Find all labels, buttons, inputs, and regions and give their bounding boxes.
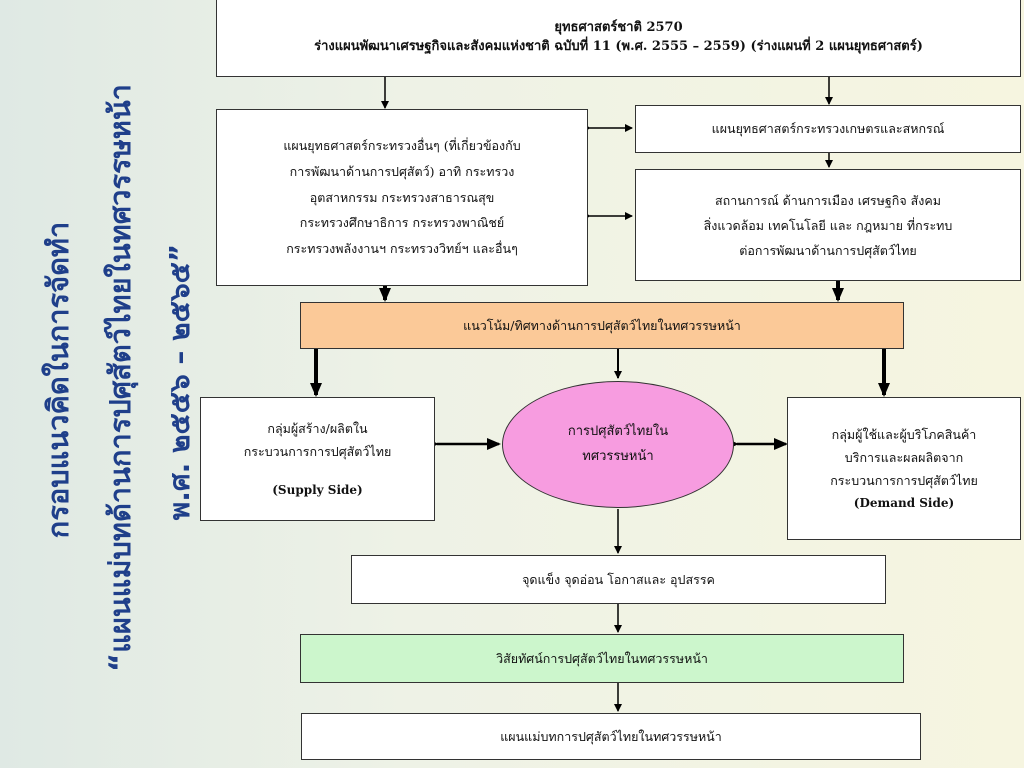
supply-line-1: กลุ่มผู้สร้าง/ผลิตใน bbox=[267, 420, 368, 436]
demand-side-label: (Demand Side) bbox=[853, 496, 955, 511]
other-ministries-line: กระทรวงพลังงานฯ กระทรวงวิทย์ฯ และอื่นๆ bbox=[286, 240, 518, 256]
situation-line: ต่อการพัฒนาด้านการปศุสัตว์ไทย bbox=[739, 242, 917, 258]
demand-side-box: กลุ่มผู้ใช้และผู้บริโภคสินค้า บริการและผ… bbox=[787, 397, 1021, 540]
swot-box: จุดแข็ง จุดอ่อน โอกาสและ อุปสรรค bbox=[351, 555, 886, 604]
trend-box: แนวโน้ม/ทิศทางด้านการปศุสัตว์ไทยในทศวรรษ… bbox=[300, 302, 904, 349]
center-line-1: การปศุสัตว์ไทยใน bbox=[567, 423, 669, 439]
vision-box: วิสัยทัศน์การปศุสัตว์ไทยในทศวรรษหน้า bbox=[300, 634, 904, 683]
title-line-3: พ.ศ. ๒๕๕๖ – ๒๕๖๕” bbox=[163, 243, 196, 521]
swot-label: จุดแข็ง จุดอ่อน โอกาสและ อุปสรรค bbox=[522, 571, 715, 587]
sidebar-title: กรอบแนวคิดในการจัดทำ “แผนแม่บทด้านการปศุ… bbox=[0, 0, 215, 768]
trend-label: แนวโน้ม/ทิศทางด้านการปศุสัตว์ไทยในทศวรรษ… bbox=[463, 317, 741, 333]
master-plan-box: แผนแม่บทการปศุสัตว์ไทยในทศวรรษหน้า bbox=[301, 713, 921, 760]
other-ministries-line: อุตสาหกรรม กระทรวงสาธารณสุข bbox=[309, 189, 495, 205]
supply-side-label: (Supply Side) bbox=[272, 483, 363, 498]
other-ministries-line: กระทรวงศึกษาธิการ กระทรวงพาณิชย์ bbox=[299, 215, 505, 231]
supply-line-2: กระบวนการการปศุสัตว์ไทย bbox=[243, 443, 392, 459]
demand-line-2: บริการและผลผลิตจาก bbox=[844, 449, 964, 465]
center-line-2: ทศวรรษหน้า bbox=[582, 448, 654, 464]
other-ministries-line: การพัฒนาด้านการปศุสัตว์) อาทิ กระทรวง bbox=[289, 164, 515, 180]
situation-box: สถานการณ์ ด้านการเมือง เศรษฐกิจ สังคม สิ… bbox=[635, 169, 1021, 281]
national-strategy-box: ยุทธศาสตร์ชาติ 2570 ร่างแผนพัฒนาเศรษฐกิจ… bbox=[216, 0, 1021, 77]
demand-line-1: กลุ่มผู้ใช้และผู้บริโภคสินค้า bbox=[831, 426, 977, 442]
national-strategy-label: ยุทธศาสตร์ชาติ 2570 bbox=[554, 19, 683, 35]
situation-line: สิ่งแวดล้อม เทคโนโลยี และ กฎหมาย ที่กระท… bbox=[703, 217, 953, 233]
agriculture-ministry-box: แผนยุทธศาสตร์กระทรวงเกษตรและสหกรณ์ bbox=[635, 105, 1021, 153]
other-ministries-line: แผนยุทธศาสตร์กระทรวงอื่นๆ (ที่เกี่ยวข้อง… bbox=[283, 138, 521, 154]
agriculture-ministry-label: แผนยุทธศาสตร์กระทรวงเกษตรและสหกรณ์ bbox=[711, 121, 945, 137]
vision-label: วิสัยทัศน์การปศุสัตว์ไทยในทศวรรษหน้า bbox=[496, 650, 708, 666]
demand-line-3: กระบวนการการปศุสัตว์ไทย bbox=[830, 472, 978, 488]
master-plan-label: แผนแม่บทการปศุสัตว์ไทยในทศวรรษหน้า bbox=[500, 728, 722, 744]
national-plan-label: ร่างแผนพัฒนาเศรษฐกิจและสังคมแห่งชาติ ฉบั… bbox=[314, 38, 923, 54]
title-line-2: “แผนแม่บทด้านการปศุสัตว์ไทยในทศวรรษหน้า bbox=[103, 84, 137, 672]
situation-line: สถานการณ์ ด้านการเมือง เศรษฐกิจ สังคม bbox=[715, 192, 941, 208]
title-line-1: กรอบแนวคิดในการจัดทำ bbox=[41, 221, 75, 539]
other-ministries-box: แผนยุทธศาสตร์กระทรวงอื่นๆ (ที่เกี่ยวข้อง… bbox=[216, 109, 588, 286]
thai-livestock-future-ellipse: การปศุสัตว์ไทยใน ทศวรรษหน้า bbox=[502, 381, 734, 508]
supply-side-box: กลุ่มผู้สร้าง/ผลิตใน กระบวนการการปศุสัตว… bbox=[200, 397, 435, 521]
